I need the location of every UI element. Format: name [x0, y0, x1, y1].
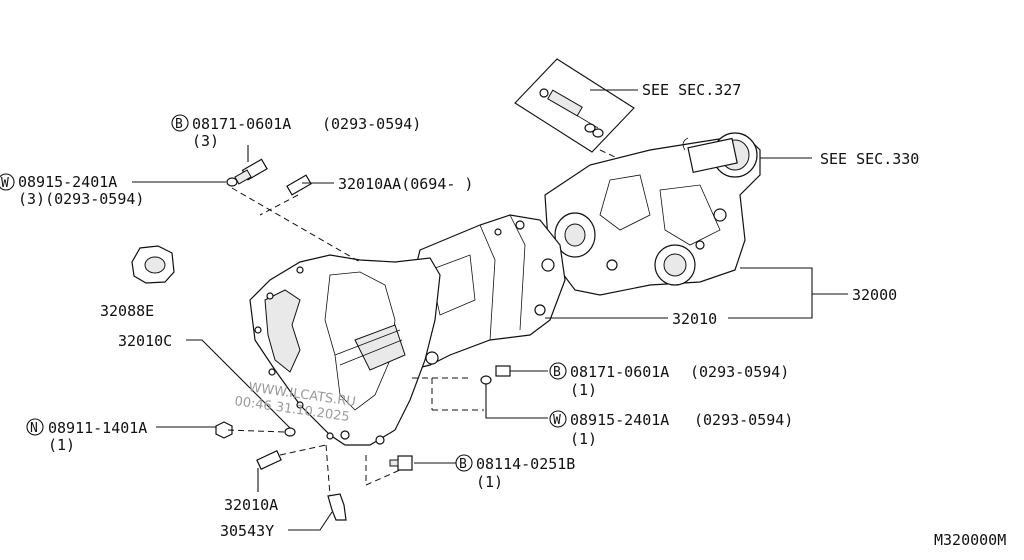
- transfer-case: [544, 132, 761, 296]
- label-bolt-top-range: (0293-0594): [322, 115, 421, 133]
- label-bolt-bot-qty: (1): [476, 473, 503, 491]
- label-bolt-top-qty: (3): [192, 132, 219, 150]
- prefix-b-top: B: [175, 117, 183, 132]
- label-washer-mid-range: (0293-0594): [694, 411, 793, 429]
- insulator-32088E: [131, 245, 175, 284]
- label-32000[interactable]: 32000: [852, 286, 897, 304]
- label-32010A[interactable]: 32010A: [224, 496, 278, 514]
- speedometer-pinion-inset: [514, 58, 635, 153]
- label-washer-mid-num[interactable]: 08915-2401A: [570, 411, 669, 429]
- washer-top: [226, 177, 238, 187]
- label-washer-mid-qty: (1): [570, 430, 597, 448]
- clutch-housing: [249, 254, 441, 446]
- prefix-b-mid: B: [553, 365, 561, 380]
- bolt-mid: [495, 365, 511, 377]
- prefix-w-mid: W: [553, 413, 561, 428]
- circle-b-top: [171, 114, 189, 132]
- bolt-top: [234, 158, 268, 185]
- circle-b-bot: [455, 454, 473, 472]
- label-32010C[interactable]: 32010C: [118, 332, 172, 350]
- label-washer-top-num[interactable]: 08915-2401A: [18, 173, 117, 191]
- circle-n: [26, 418, 44, 436]
- circle-b-mid: [549, 362, 567, 380]
- bolt-08114: [389, 455, 413, 471]
- label-bolt-bot-num[interactable]: 08114-0251B: [476, 455, 575, 473]
- washer-mid: [480, 375, 492, 385]
- label-32088E[interactable]: 32088E: [100, 302, 154, 320]
- label-nut-num[interactable]: 08911-1401A: [48, 419, 147, 437]
- prefix-b-bot: B: [459, 457, 467, 472]
- label-bolt-mid-num[interactable]: 08171-0601A: [570, 363, 669, 381]
- bracket-30543Y: [327, 493, 347, 521]
- circle-w-mid: [549, 410, 567, 428]
- pin-32010C: [284, 427, 296, 437]
- label-32010[interactable]: 32010: [672, 310, 717, 328]
- label-see-sec330[interactable]: SEE SEC.330: [820, 150, 919, 168]
- label-bolt-top-num[interactable]: 08171-0601A: [192, 115, 291, 133]
- nut-08911: [215, 421, 233, 439]
- label-bolt-mid-qty: (1): [570, 381, 597, 399]
- stud-32010AA: [286, 174, 312, 196]
- prefix-n: N: [30, 421, 38, 436]
- bolt-32010A: [256, 450, 282, 470]
- label-30543Y[interactable]: 30543Y: [220, 522, 274, 540]
- circle-w-top: [0, 173, 15, 191]
- figure-code: M320000M: [934, 531, 1006, 549]
- label-32010AA[interactable]: 32010AA(0694- ): [338, 175, 473, 193]
- label-see-sec327[interactable]: SEE SEC.327: [642, 81, 741, 99]
- prefix-w-top: W: [1, 176, 9, 191]
- label-nut-qty: (1): [48, 436, 75, 454]
- label-washer-top-qty: (3)(0293-0594): [18, 190, 144, 208]
- label-bolt-mid-range: (0293-0594): [690, 363, 789, 381]
